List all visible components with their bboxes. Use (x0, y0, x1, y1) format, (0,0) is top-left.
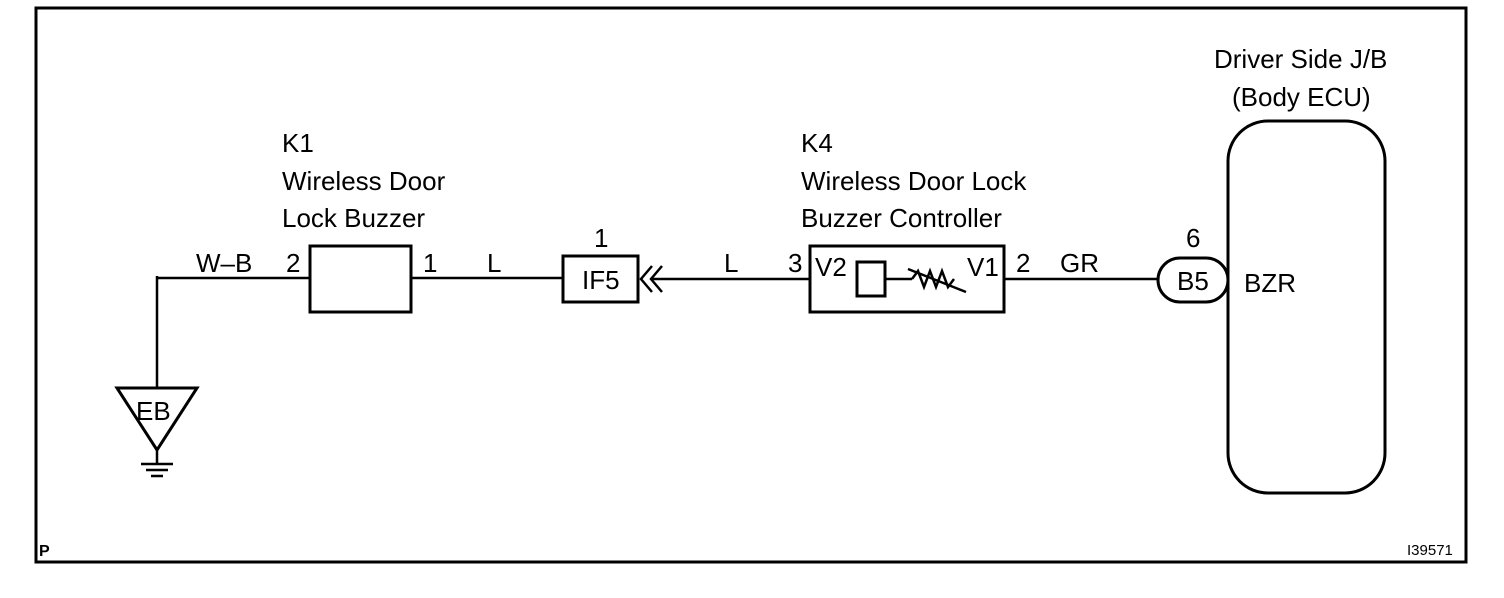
if5-label: IF5 (582, 265, 620, 295)
wire-gr-label: GR (1060, 248, 1099, 278)
wire-l1-label: L (487, 248, 501, 278)
k4-pin-right: 2 (1016, 248, 1030, 278)
if5-connector-box (561, 254, 640, 304)
ground-label: EB (136, 396, 171, 426)
jb-title-line2: (Body ECU) (1232, 82, 1371, 112)
k1-code: K1 (282, 128, 314, 158)
k1-buzzer-box (308, 244, 413, 314)
figure-id: I39571 (1407, 542, 1453, 559)
ground-triangle (114, 386, 200, 453)
b5-pin: 6 (1186, 223, 1200, 253)
k4-term-right: V1 (967, 252, 999, 282)
k4-name-line2: Buzzer Controller (801, 203, 1002, 233)
if5-pin: 1 (594, 223, 608, 253)
k1-name-line2: Lock Buzzer (282, 203, 425, 233)
jb-body-ecu (1226, 119, 1387, 495)
diagram-frame (34, 6, 1468, 564)
jb-title-line1: Driver Side J/B (1214, 44, 1387, 74)
k4-code: K4 (801, 128, 833, 158)
b5-label: B5 (1177, 266, 1209, 296)
k4-resistor-icon (907, 267, 967, 294)
wire-wb-label: W–B (196, 248, 252, 278)
wire-l2-label: L (724, 248, 738, 278)
k4-term-left: V2 (815, 252, 847, 282)
corner-label: P (39, 543, 50, 560)
k1-name-line1: Wireless Door (282, 166, 446, 196)
k1-pin-left: 2 (286, 248, 300, 278)
k4-pin-left: 3 (788, 248, 802, 278)
k4-relay-icon (855, 260, 887, 298)
k4-name-line1: Wireless Door Lock (801, 166, 1027, 196)
k1-pin-right: 1 (423, 248, 437, 278)
jb-terminal-bzr: BZR (1244, 268, 1296, 298)
ground-icon (141, 450, 173, 478)
